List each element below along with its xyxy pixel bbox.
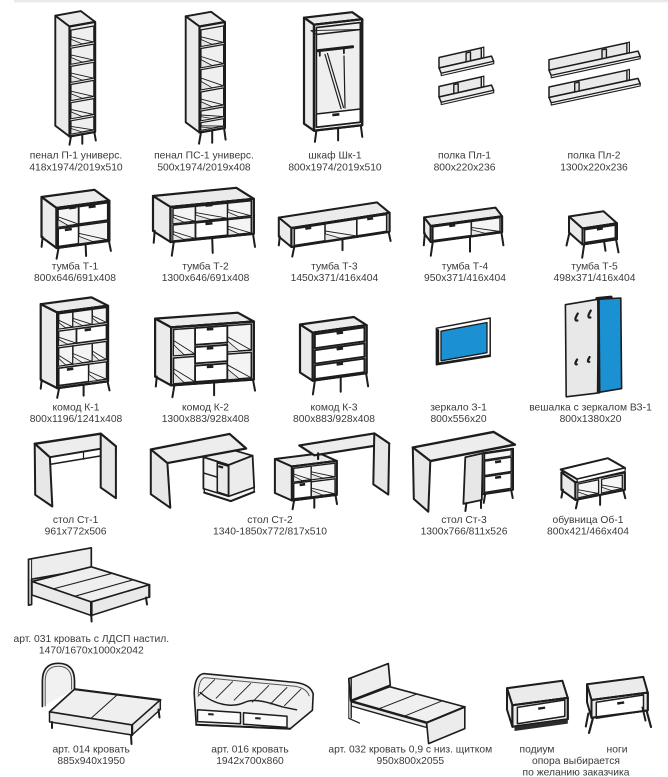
svg-text:стол Ст-1: стол Ст-1 <box>53 515 99 526</box>
svg-text:800х1974/2019х510: 800х1974/2019х510 <box>288 162 382 173</box>
svg-text:подиум: подиум <box>520 744 555 755</box>
svg-text:арт. 032 кровать 0,9 с низ. щи: арт. 032 кровать 0,9 с низ. щитком <box>328 744 492 755</box>
svg-text:418х1974/2019х510: 418х1974/2019х510 <box>29 162 123 173</box>
svg-text:пенал П-1 универс.: пенал П-1 универс. <box>30 151 122 162</box>
svg-text:тумба Т-5: тумба Т-5 <box>571 260 618 272</box>
svg-text:800х556х20: 800х556х20 <box>430 414 486 425</box>
svg-text:пенал ПС-1 универс.: пенал ПС-1 универс. <box>154 151 254 162</box>
svg-text:800х883/928х408: 800х883/928х408 <box>293 414 375 425</box>
svg-text:комод К-2: комод К-2 <box>182 402 229 413</box>
svg-text:1942х700х860: 1942х700х860 <box>216 756 284 767</box>
svg-text:1300х646/691х408: 1300х646/691х408 <box>162 273 250 284</box>
svg-text:961х772х506: 961х772х506 <box>45 527 107 538</box>
svg-text:885х940х1950: 885х940х1950 <box>57 756 125 767</box>
svg-text:шкаф Шк-1: шкаф Шк-1 <box>308 150 361 162</box>
svg-text:арт. 016 кровать: арт. 016 кровать <box>211 744 288 755</box>
svg-text:опора выбирается: опора выбирается <box>532 755 620 767</box>
svg-text:арт. 031 кровать с ЛДСП настил: арт. 031 кровать с ЛДСП настил. <box>13 634 169 645</box>
svg-text:800х1196/1241х408: 800х1196/1241х408 <box>30 414 123 425</box>
svg-text:тумба Т-1: тумба Т-1 <box>52 260 99 272</box>
svg-text:1300х766/811х526: 1300х766/811х526 <box>421 527 508 538</box>
svg-text:комод К-1: комод К-1 <box>53 402 100 413</box>
svg-text:500х1974/2019х408: 500х1974/2019х408 <box>157 162 251 173</box>
svg-text:тумба Т-3: тумба Т-3 <box>311 260 358 272</box>
svg-text:обувница Об-1: обувница Об-1 <box>552 514 623 526</box>
svg-text:1340-1850х772/817х510: 1340-1850х772/817х510 <box>213 527 327 538</box>
svg-text:950х371/416х404: 950х371/416х404 <box>424 273 506 284</box>
svg-text:800х1380х20: 800х1380х20 <box>560 414 622 425</box>
svg-text:498х371/416х404: 498х371/416х404 <box>554 273 636 284</box>
svg-text:стол Ст-2: стол Ст-2 <box>247 515 293 526</box>
svg-text:1450х371/416х404: 1450х371/416х404 <box>291 273 379 284</box>
svg-text:стол Ст-3: стол Ст-3 <box>441 515 487 526</box>
svg-text:полка Пл-2: полка Пл-2 <box>568 151 621 162</box>
svg-text:1300х220х236: 1300х220х236 <box>560 162 628 173</box>
svg-text:800х220х236: 800х220х236 <box>434 162 496 173</box>
svg-text:800х646/691х408: 800х646/691х408 <box>34 273 116 284</box>
svg-text:1470/1670х1000х2042: 1470/1670х1000х2042 <box>39 646 144 657</box>
svg-text:полка Пл-1: полка Пл-1 <box>438 151 491 162</box>
svg-text:950х800х2055: 950х800х2055 <box>377 756 445 767</box>
svg-text:комод К-3: комод К-3 <box>311 402 358 413</box>
svg-text:ноги: ноги <box>607 744 628 755</box>
svg-text:зеркало З-1: зеркало З-1 <box>430 402 487 413</box>
svg-text:800х421/466х404: 800х421/466х404 <box>547 527 629 538</box>
svg-text:по желанию заказчика: по желанию заказчика <box>523 767 630 777</box>
svg-text:тумба Т-2: тумба Т-2 <box>182 260 229 272</box>
svg-text:арт. 014 кровать: арт. 014 кровать <box>52 744 129 755</box>
svg-text:вешалка с зеркалом ВЗ-1: вешалка с зеркалом ВЗ-1 <box>529 402 652 413</box>
svg-text:1300х883/928х408: 1300х883/928х408 <box>162 414 250 425</box>
svg-text:тумба Т-4: тумба Т-4 <box>442 260 489 272</box>
